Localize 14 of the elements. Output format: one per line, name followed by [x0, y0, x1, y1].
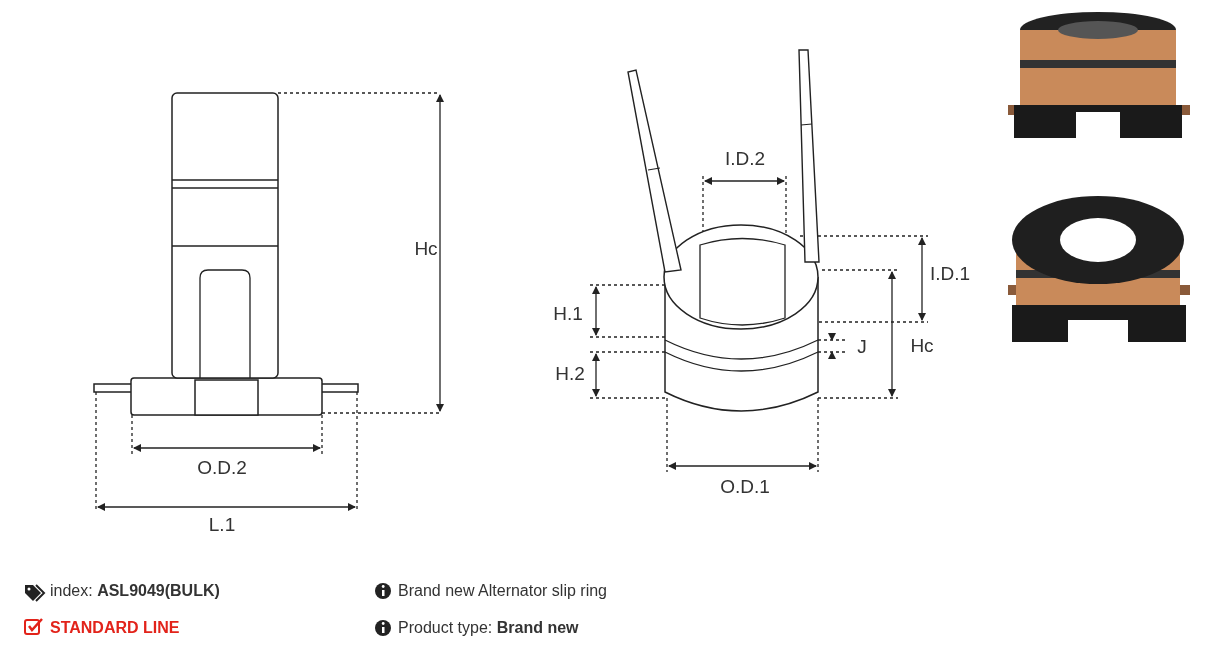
description-text: Brand new Alternator slip ring — [398, 583, 607, 599]
dimension-label: I.D.1 — [929, 263, 971, 283]
dimension-label: H.2 — [555, 363, 585, 383]
line-name: STANDARD LINE — [50, 620, 180, 636]
dimension-label: Hc — [910, 335, 934, 355]
dimension-label: H.1 — [553, 303, 583, 323]
dimension-label: L.1 — [208, 514, 236, 534]
product-type-text: Product type: Brand new — [398, 620, 579, 636]
index-text: index: ASL9049(BULK) — [50, 583, 220, 599]
dimension-label: Hc — [414, 238, 438, 258]
dimension-label: O.D.1 — [720, 476, 770, 496]
dimension-label: J — [857, 336, 867, 356]
dimension-label: I.D.2 — [724, 148, 766, 168]
dimension-label: O.D.2 — [197, 457, 247, 477]
